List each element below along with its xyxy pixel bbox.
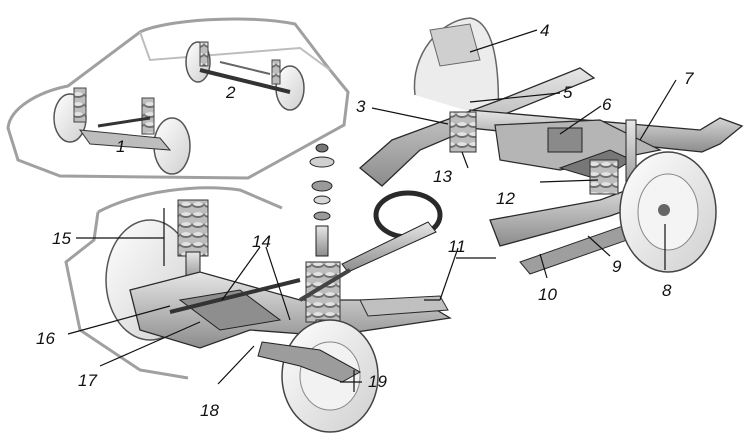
callout-3: 3 xyxy=(356,97,366,116)
callout-11: 11 xyxy=(448,237,466,256)
exploded-strut-mount xyxy=(309,143,335,257)
callout-7: 7 xyxy=(684,69,694,88)
callout-16: 16 xyxy=(36,329,55,348)
front-body-outline xyxy=(64,186,283,380)
callout-2: 2 xyxy=(226,83,236,102)
inset-front-suspension xyxy=(53,87,191,175)
callout-17: 17 xyxy=(78,371,97,390)
callout-15: 15 xyxy=(52,229,71,248)
callout-19: 19 xyxy=(368,372,387,391)
callout-9: 9 xyxy=(612,257,622,276)
callout-14: 14 xyxy=(252,232,271,251)
inset-rear-suspension xyxy=(185,41,305,111)
steering-column xyxy=(298,190,443,302)
callout-12: 12 xyxy=(496,189,515,208)
callout-10: 10 xyxy=(538,285,557,304)
callout-13: 13 xyxy=(433,167,452,186)
rear-wheel-arch xyxy=(413,17,500,121)
rear-coil-spring xyxy=(449,111,619,195)
leader-lines xyxy=(67,29,677,392)
callout-1: 1 xyxy=(116,137,126,156)
callout-18: 18 xyxy=(200,401,219,420)
rear-wheel xyxy=(619,151,717,273)
inset-car-silhouette xyxy=(6,17,350,180)
front-subframe xyxy=(129,271,452,349)
callout-5: 5 xyxy=(563,83,573,102)
callout-4: 4 xyxy=(540,21,550,40)
callout-6: 6 xyxy=(602,95,612,114)
callout-8: 8 xyxy=(662,281,672,300)
